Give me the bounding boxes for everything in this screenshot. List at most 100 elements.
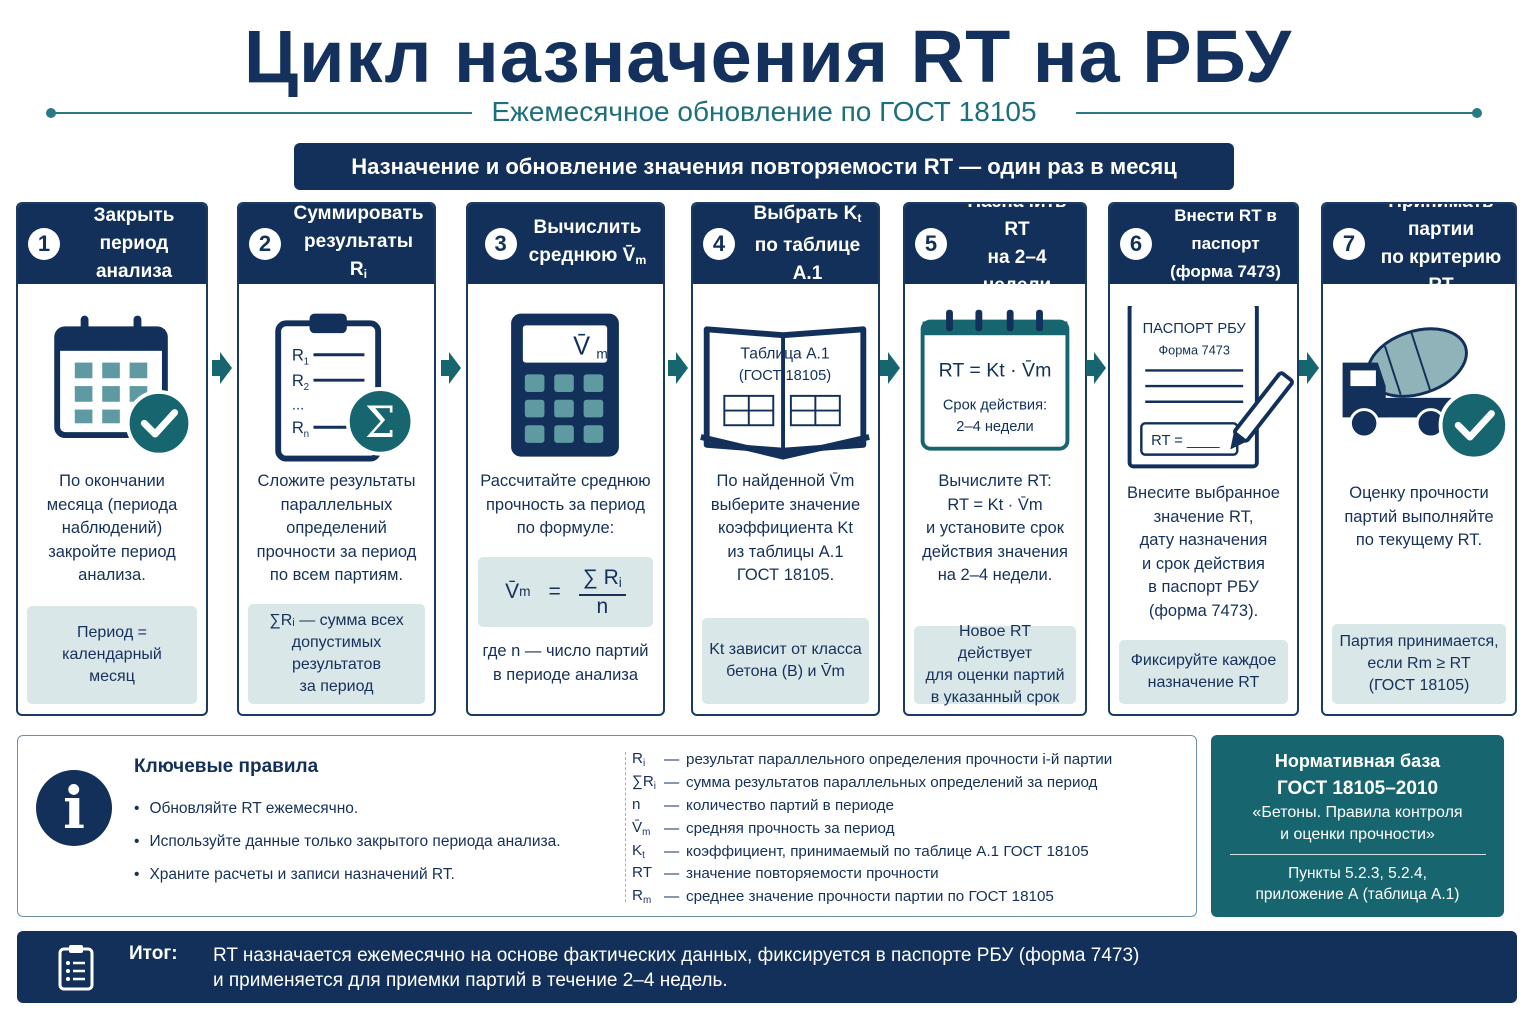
svg-text:m: m <box>596 347 607 362</box>
page-title: Цикл назначения RT на РБУ <box>244 15 1292 98</box>
book-label-1: Таблица А.1 <box>740 346 829 363</box>
step-note: Фиксируйте каждое назначение RT <box>1119 640 1288 704</box>
subtitle-line-left <box>52 112 472 114</box>
formula-box: V̄m = ∑ Ri n <box>478 557 653 627</box>
rule-item: Обновляйте RT ежемесячно. <box>134 792 561 825</box>
rule-item: Храните расчеты и записи назначений RT. <box>134 858 561 891</box>
calendar-formula-icon: RT = Kt · V̄m Срок действия: 2–4 недели <box>920 309 1070 451</box>
icon-formula: RT = Kt · V̄m <box>939 358 1052 381</box>
normative-base-title: Нормативная база <box>1274 751 1441 771</box>
step-title: Внести RT в паспорт(форма 7473) <box>1170 206 1281 281</box>
step-description: По найденной V̄m выберите значение коэфф… <box>710 472 861 584</box>
arrow-right-icon <box>1086 352 1106 384</box>
concrete-mixer-truck-icon <box>1342 327 1510 461</box>
key-rules-title: Ключевые правила <box>134 756 319 777</box>
icon-validity-2: 2–4 недели <box>956 419 1033 435</box>
subtitle-dot-left <box>46 108 56 118</box>
summary-text: RT назначается ежемесячно на основе факт… <box>213 945 1140 991</box>
arrow-right-icon <box>441 352 461 384</box>
step-description: Внесите выбранное значение RT, дату назн… <box>1127 484 1280 620</box>
arrow-right-icon <box>668 352 688 384</box>
passport-pen-icon: ПАСПОРТ РБУ Форма 7473 RT = ____ <box>1127 306 1294 469</box>
glossary: Ri—результат параллельного определения п… <box>632 748 1112 908</box>
icon-label-dots: ... <box>292 398 304 414</box>
step-description: Вычислите RT: RT = Kt · V̄m и установите… <box>922 472 1068 584</box>
step-6-header: 6 Внести RT в паспорт(форма 7473) <box>1110 204 1297 284</box>
glossary-row: Kt—коэффициент, принимаемый по таблице А… <box>632 841 1089 861</box>
arrow-right-icon <box>1299 352 1319 384</box>
checklist-sum-icon: R 1 R 2 ... R n Σ <box>275 313 415 462</box>
key-rules-panel: i Ключевые правила Обновляйте RT ежемеся… <box>17 735 1197 917</box>
book-label-2: (ГОСТ 18105) <box>739 368 831 384</box>
passport-title: ПАСПОРТ РБУ <box>1143 321 1247 337</box>
subtitle-line-right <box>1076 112 1476 114</box>
icon-label-r2: R <box>292 371 304 390</box>
icon-label-rn: R <box>292 418 304 437</box>
arrow-right-icon <box>880 352 900 384</box>
page-subtitle: Ежемесячное обновление по ГОСТ 18105 <box>491 96 1037 127</box>
subtitle-row: Ежемесячное обновление по ГОСТ 18105 <box>46 96 1482 130</box>
step-number: 1 <box>28 228 60 260</box>
glossary-row: Rm—среднее значение прочности партии по … <box>632 887 1054 907</box>
pen-icon <box>1230 371 1294 450</box>
glossary-row: V̄m—средняя прочность за период <box>632 818 895 838</box>
step-description: По окончании месяца (периода наблюдений)… <box>46 472 178 584</box>
open-book-icon: Таблица А.1 (ГОСТ 18105) <box>700 326 870 460</box>
arrow-right-icon <box>212 352 232 384</box>
step-number: 3 <box>484 228 517 260</box>
glossary-row: RT—значение повторяемости прочности <box>632 864 939 883</box>
step-number: 2 <box>249 228 281 260</box>
summary-label: Итог: <box>129 943 178 964</box>
step-number: 4 <box>703 228 735 260</box>
subtitle-dot-right <box>1472 108 1482 118</box>
icon-validity-1: Срок действия: <box>943 398 1047 414</box>
standard-references: Пункты 5.2.3, 5.2.4, приложение А (табли… <box>1255 865 1460 903</box>
passport-rt-field: RT = ____ <box>1151 433 1220 449</box>
step-number: 6 <box>1120 228 1152 260</box>
svg-text:2: 2 <box>304 382 309 393</box>
standard-number: ГОСТ 18105–2010 <box>1276 778 1439 799</box>
step-description: Рассчитайте среднюю прочность за период … <box>480 472 651 537</box>
step-note: Kt зависит от класса бетона (В) и V̄m <box>702 618 869 704</box>
svg-text:n: n <box>304 429 309 440</box>
standard-description: «Бетоны. Правила контроля и оценки прочн… <box>1252 804 1463 843</box>
glossary-row: ∑Ri—сумма результатов параллельных опред… <box>632 772 1098 792</box>
info-icon: i <box>36 770 112 846</box>
step-note: Партия принимается, если Rm ≥ RT (ГОСТ 1… <box>1332 624 1506 704</box>
sigma-icon: Σ <box>365 398 395 448</box>
glossary-row: n—количество партий в периоде <box>632 795 894 814</box>
step-note: Период = календарный месяц <box>27 606 197 704</box>
step-note: Новое RT действует для оценки партий в у… <box>914 623 1076 706</box>
step-description: Оценку прочности партий выполняйте по те… <box>1344 484 1494 549</box>
calculator-icon: V̄ m <box>511 313 619 457</box>
calendar-check-icon <box>54 315 193 457</box>
key-rules-list: Обновляйте RT ежемесячно. Используйте да… <box>134 792 561 891</box>
summary-footer: Итог: RT назначается ежемесячно на основ… <box>17 931 1517 1003</box>
calc-display-label: V̄ <box>573 333 590 361</box>
step-6-card: 6 Внести RT в паспорт(форма 7473) ПАСПОР… <box>1108 202 1299 716</box>
glossary-row: Ri—результат параллельного определения п… <box>632 749 1113 769</box>
step-number: 7 <box>1333 228 1365 260</box>
normative-divider <box>1229 854 1486 855</box>
svg-text:1: 1 <box>304 357 309 368</box>
step-number: 5 <box>915 228 947 260</box>
banner: Назначение и обновление значения повторя… <box>294 143 1234 190</box>
